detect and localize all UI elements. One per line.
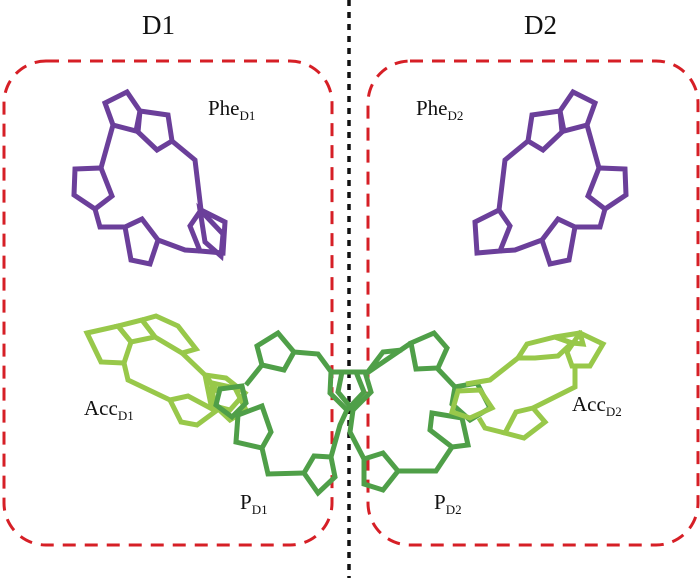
p-d1-label-sub: D1 (251, 502, 268, 517)
phe-d1-structure (71, 88, 228, 267)
phe-d1-label-main: Phe (208, 96, 240, 120)
acc-d1-label-sub: D1 (117, 408, 134, 423)
phe-d2-label-sub: D2 (447, 108, 464, 123)
p-d1-structure (213, 329, 367, 497)
acc-d2-structure (448, 329, 607, 441)
acc-d2-label-sub: D2 (605, 404, 622, 419)
acc-d2-label: AccD2 (572, 392, 622, 420)
domain-title-d1: D1 (142, 10, 175, 40)
phe-d2-label: PheD2 (416, 96, 463, 124)
domain-title-d2: D2 (524, 10, 557, 40)
acc-d1-structure (83, 313, 250, 428)
phe-d1-label: PheD1 (208, 96, 255, 124)
p-d2-label-sub: D2 (445, 502, 462, 517)
domain-box-d2 (366, 59, 700, 547)
p-d1-label-main: P (240, 490, 252, 514)
acc-d1-label: AccD1 (84, 396, 134, 424)
p-d2-label: PD2 (434, 490, 462, 518)
domain-box-d1 (2, 59, 334, 547)
p-d1-label: PD1 (240, 490, 268, 518)
phe-d2-structure (472, 88, 629, 267)
acc-d1-label-main: Acc (84, 396, 118, 420)
p-d2-structure (335, 329, 494, 493)
acc-d2-label-main: Acc (572, 392, 606, 416)
p-d2-label-main: P (434, 490, 446, 514)
phe-d1-label-sub: D1 (239, 108, 256, 123)
phe-d2-label-main: Phe (416, 96, 448, 120)
